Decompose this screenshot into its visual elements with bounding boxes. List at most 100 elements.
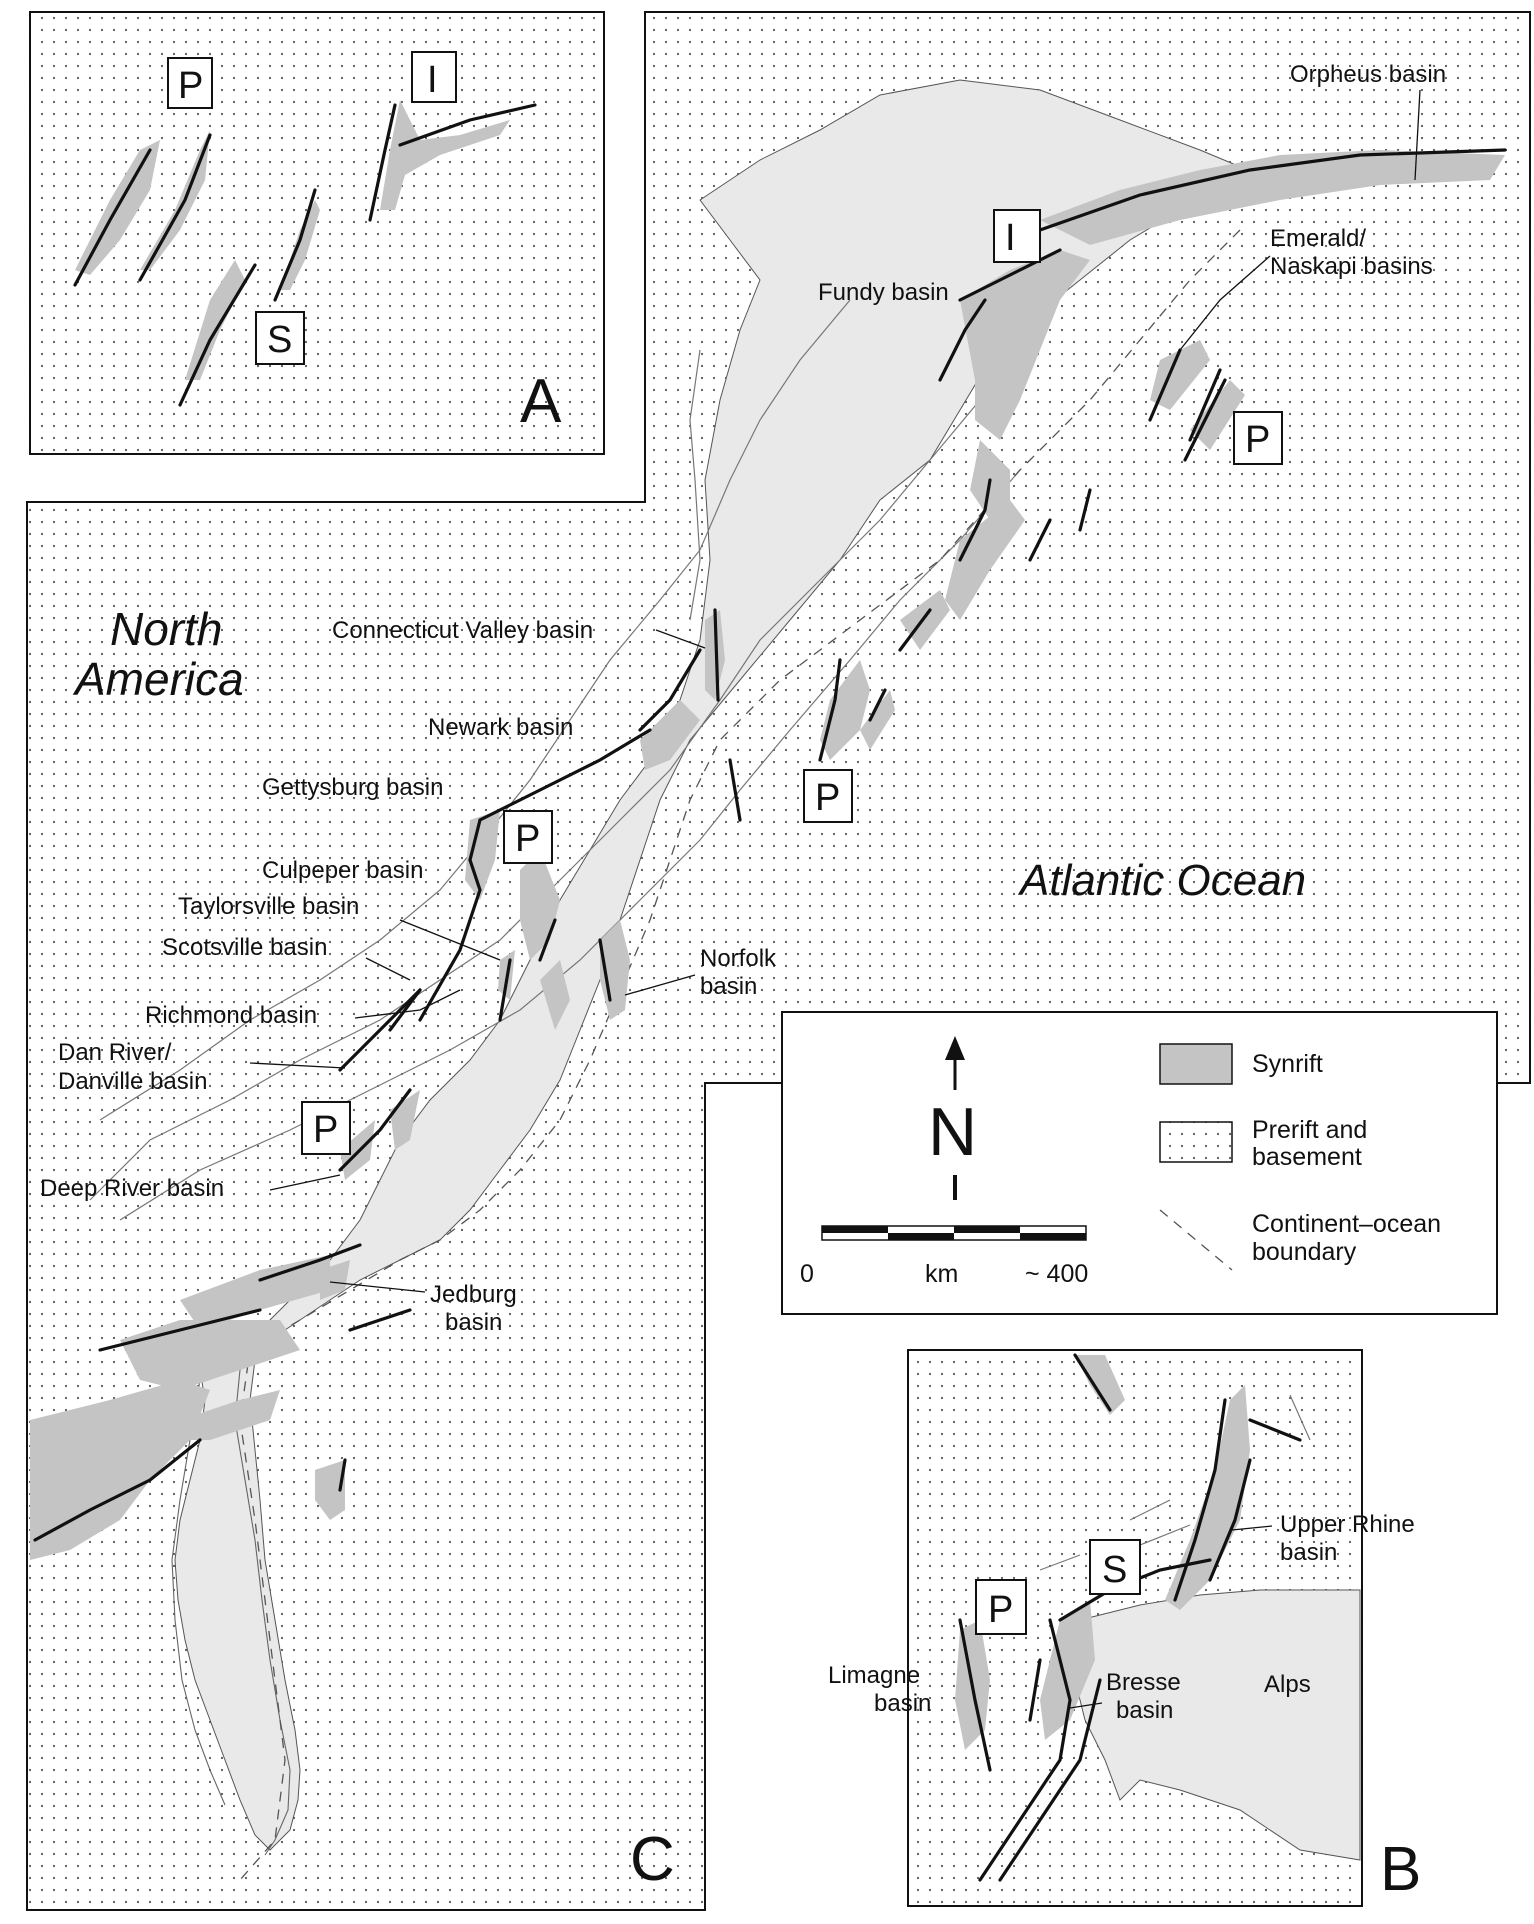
leader-norfolk [624,974,696,996]
scale-max: ~ 400 [1025,1260,1088,1288]
fault-gettysburg [468,728,652,862]
panel-a: P I S A [29,11,605,455]
label-deepriver-basin: Deep River basin [40,1175,224,1202]
fault-shelf-3 [1078,488,1092,532]
legend-prerift-line-1: Prerift and [1252,1116,1367,1144]
synrift-newark [640,700,700,770]
thrust-line-4 [689,349,701,621]
fault-florida [338,1458,347,1492]
legend-prerift-line-2: basement [1252,1143,1362,1171]
label-danriver-line-2: Danville basin [58,1068,207,1095]
box-a-i: I [427,59,438,101]
fault-central-1 [538,918,557,962]
fault-fundy-2 [938,298,987,382]
legend-swatch-synrift [1159,1043,1233,1085]
continent-label-line-1: North [110,603,222,655]
leader-b-bresse [1069,1702,1103,1709]
alps-region [1074,1589,1361,1861]
fault-south-1 [98,1308,262,1352]
label-gettysburg-basin: Gettysburg basin [262,774,443,801]
thrust-line-3 [99,299,851,1121]
coastline-inner [171,1379,226,1806]
synrift-fundy [960,250,1090,440]
fault-offshore-p-1 [818,658,842,762]
label-jedburg-line-1: Jedburg [430,1281,517,1308]
label-scotsville-basin: Scotsville basin [162,934,327,961]
leader-orpheus [1414,89,1421,181]
fault-a-3 [273,188,317,302]
fault-south-2 [258,1243,362,1282]
fault-emerald-2 [1188,368,1222,442]
synrift-a-2 [140,130,210,270]
leader-richmond [354,989,461,1019]
fault-a-6 [398,103,537,147]
border-faults [33,148,1507,1542]
fault-shelf-2 [1028,518,1052,562]
leader-taylorsville [399,919,501,961]
fault-b-4 [1028,1658,1042,1722]
synrift-offshore-p2 [860,690,895,750]
legend-synrift-label: Synrift [1252,1050,1323,1078]
synrift-offshore-p [820,660,870,760]
panel-a-letter: A [520,367,562,436]
leader-b-rhine [1231,1525,1273,1531]
continent-label-line-2: America [72,653,244,705]
synrift-central-1 [540,960,570,1030]
fault-b-5 [998,1678,1102,1882]
label-connecticut-basin: Connecticut Valley basin [332,617,593,644]
synrift-southern-2 [180,1390,280,1440]
fault-emerald-3 [1183,378,1227,462]
fault-a-5 [368,103,397,222]
panel-c-labels: North America Atlantic Ocean Orpheus bas… [40,61,1446,1336]
synrift-a-4 [185,260,245,380]
label-newark-basin: Newark basin [428,714,573,741]
label-upper-rhine-line-1: Upper Rhine [1280,1511,1415,1538]
leader-scotsville [365,957,411,981]
leader-danriver [249,1062,346,1069]
legend-frame [781,1011,1498,1315]
box-p-culpeper: P [515,818,540,860]
box-p-offshore: P [815,777,840,819]
scale-bar [821,1225,1087,1241]
legend-swatch-prerift [1159,1121,1233,1163]
label-jedburg-line-2: basin [445,1309,502,1336]
label-norfolk-line-2: basin [700,973,757,1000]
label-upper-rhine-line-2: basin [1280,1539,1337,1566]
label-emerald-line-2: Naskapi basins [1270,253,1433,280]
fault-newark-2 [728,758,742,822]
north-label: N [928,1094,977,1170]
synrift-shelf-1 [945,500,1025,620]
box-a-p: P [178,65,203,107]
panel-a-frame [29,11,605,455]
fault-newark-1 [638,648,702,732]
leader-emerald [1179,255,1271,351]
label-orpheus-basin: Orpheus basin [1290,61,1446,88]
fault-shelf-1 [958,478,992,562]
panel-b: P S Upper Rhine basin Limagne basin Bres… [828,1349,1421,1907]
panel-b-letter: B [1380,1835,1421,1904]
fault-b-rhine-1 [1173,1398,1227,1602]
fault-b-6 [1073,1353,1112,1412]
legend-cob-line [1159,1209,1233,1271]
synrift-b-bresse [1040,1600,1095,1740]
synrift-norfolk [600,920,630,1020]
label-culpeper-basin: Culpeper basin [262,857,423,884]
synrift-b-north [1075,1355,1125,1415]
fault-culpeper [418,858,482,1022]
legend-cob-line-1: Continent–ocean [1252,1210,1441,1238]
fault-southern [33,1438,202,1542]
synrift-southern-big [30,1380,210,1560]
box-p-emerald: P [1245,419,1270,461]
label-limagne-line-2: basin [874,1690,931,1717]
scale-unit: km [925,1260,958,1288]
leader-connecticut [655,629,706,649]
fault-deepriver [338,1088,412,1172]
synrift-a-5 [380,100,510,210]
fault-b-2 [978,1618,1072,1882]
label-alps: Alps [1264,1671,1311,1698]
fault-a-1 [73,148,152,287]
box-b-s: S [1102,1549,1127,1591]
leader-deepriver [269,1174,341,1191]
fault-b-7 [1248,1418,1302,1442]
